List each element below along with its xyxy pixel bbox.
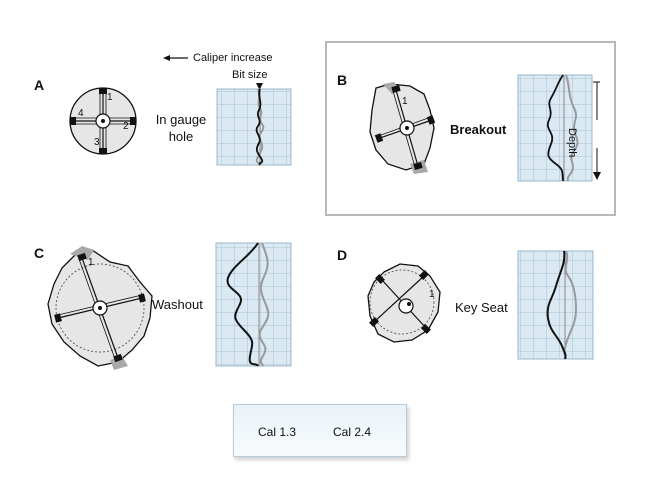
panel-c-arm-number: 1 xyxy=(88,257,94,268)
panel-a-hole xyxy=(69,87,137,155)
panel-b-track xyxy=(517,74,593,182)
panel-c-hole xyxy=(47,246,153,370)
panel-d-label: Key Seat xyxy=(455,300,508,315)
legend-cal24-label: Cal 2.4 xyxy=(333,425,372,439)
panel-d-track xyxy=(517,250,594,360)
panel-d-hole xyxy=(367,263,441,343)
depth-arrow xyxy=(593,81,601,180)
panel-b-frame xyxy=(325,41,616,216)
panel-b-arm-number: 1 xyxy=(402,96,408,107)
panel-c-track xyxy=(215,242,292,367)
panel-c-letter: C xyxy=(34,245,45,261)
legend-box xyxy=(233,404,407,457)
arm-number-3: 3 xyxy=(94,137,100,148)
arm-number-4: 4 xyxy=(78,108,84,119)
bit-size-pointer xyxy=(256,83,263,90)
arm-number-2: 2 xyxy=(123,121,129,132)
arm-number-1: 1 xyxy=(107,92,113,103)
depth-label: Depth xyxy=(566,128,578,158)
bit-size-label: Bit size xyxy=(232,69,268,81)
panel-a-track xyxy=(216,88,292,166)
caliper-increase-label: Caliper increase xyxy=(193,52,273,64)
panel-a-label-line2: hole xyxy=(168,129,194,144)
panel-d-letter: D xyxy=(337,247,348,263)
panel-b-letter: B xyxy=(337,72,348,88)
legend-cal13-label: Cal 1.3 xyxy=(258,425,297,439)
panel-c-label: Washout xyxy=(152,297,203,312)
panel-a-label-line1: In gauge xyxy=(155,112,207,127)
caliper-increase-arrow xyxy=(163,55,188,61)
panel-d-arm-number: 1 xyxy=(429,289,435,300)
panel-b-hole xyxy=(369,82,436,174)
panel-a-letter: A xyxy=(34,77,45,93)
panel-b-label: Breakout xyxy=(450,122,507,137)
